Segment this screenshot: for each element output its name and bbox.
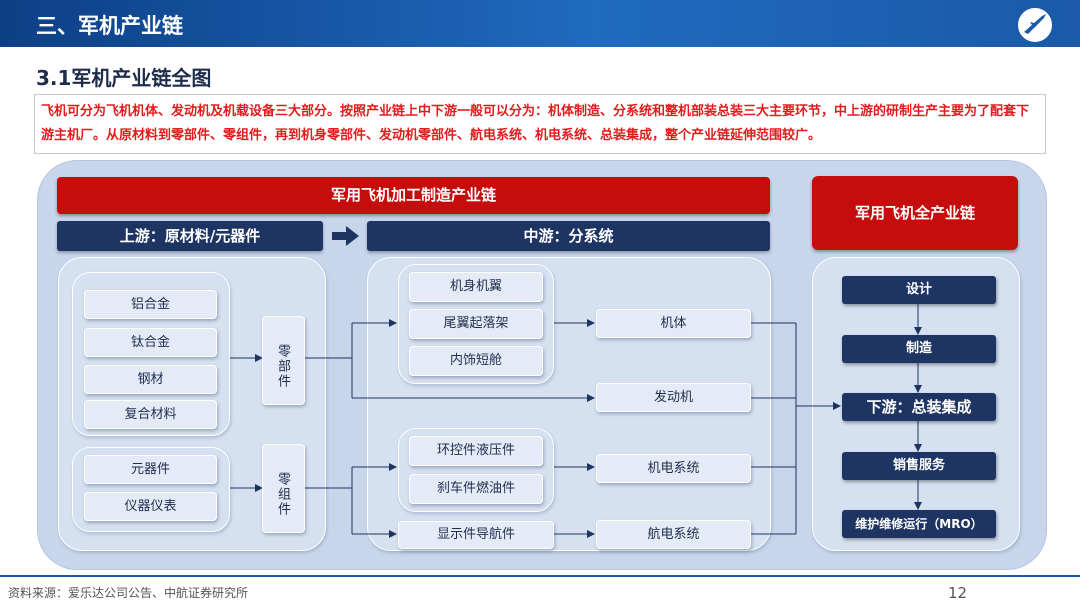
company-logo xyxy=(1016,6,1054,44)
page-subtitle: 3.1军机产业链全图 xyxy=(36,66,212,90)
subsystem-engine: 发动机 xyxy=(596,383,751,412)
main-chain-title: 军用飞机加工制造产业链 xyxy=(57,177,770,214)
airframe-part-tail-landing-gear: 尾翼起落架 xyxy=(409,309,543,339)
step-sales-service: 销售服务 xyxy=(842,452,996,480)
material-box-titanium: 钛合金 xyxy=(84,328,217,357)
part-environmental-hydraulic: 环控件液压件 xyxy=(409,436,543,466)
component-box-electronic: 元器件 xyxy=(84,455,217,484)
subsystem-avionics: 航电系统 xyxy=(596,520,751,549)
airframe-part-fuselage-wing: 机身机翼 xyxy=(409,272,543,302)
assemblies-box: 零组件 xyxy=(262,444,305,533)
footer-divider xyxy=(0,575,1080,577)
header-bar: 三、军机产业链 xyxy=(0,0,1080,47)
step-design: 设计 xyxy=(842,276,996,304)
material-box-composite: 复合材料 xyxy=(84,400,217,429)
step-mro: 维护维修运行（MRO） xyxy=(842,510,996,538)
step-manufacturing: 制造 xyxy=(842,335,996,363)
page-number: 12 xyxy=(948,584,968,602)
full-chain-title: 军用飞机全产业链 xyxy=(812,176,1018,250)
source-note: 资料来源：爱乐达公司公告、中航证券研究所 xyxy=(8,586,249,600)
intro-text: 飞机可分为飞机机体、发动机及机载设备三大部分。按照产业链上中下游一般可以分为：机… xyxy=(34,94,1046,154)
midstream-title: 中游：分系统 xyxy=(367,221,770,251)
part-brake-fuel: 刹车件燃油件 xyxy=(409,474,543,504)
parts-box: 零部件 xyxy=(262,316,305,405)
airframe-part-interior-nacelle: 内饰短舱 xyxy=(409,346,543,376)
right-arrow-icon xyxy=(332,226,359,246)
material-box-aluminum: 铝合金 xyxy=(84,290,217,319)
section-title: 三、军机产业链 xyxy=(36,14,183,38)
upstream-title: 上游：原材料/元器件 xyxy=(57,221,323,251)
material-box-steel: 钢材 xyxy=(84,365,217,394)
component-box-instrument: 仪器仪表 xyxy=(84,492,217,521)
subsystem-electromechanical: 机电系统 xyxy=(596,454,751,483)
subsystem-airframe: 机体 xyxy=(596,309,751,338)
plane-logo-icon xyxy=(1024,14,1046,34)
part-display-navigation: 显示件导航件 xyxy=(398,521,554,549)
step-final-assembly: 下游：总装集成 xyxy=(842,393,996,421)
